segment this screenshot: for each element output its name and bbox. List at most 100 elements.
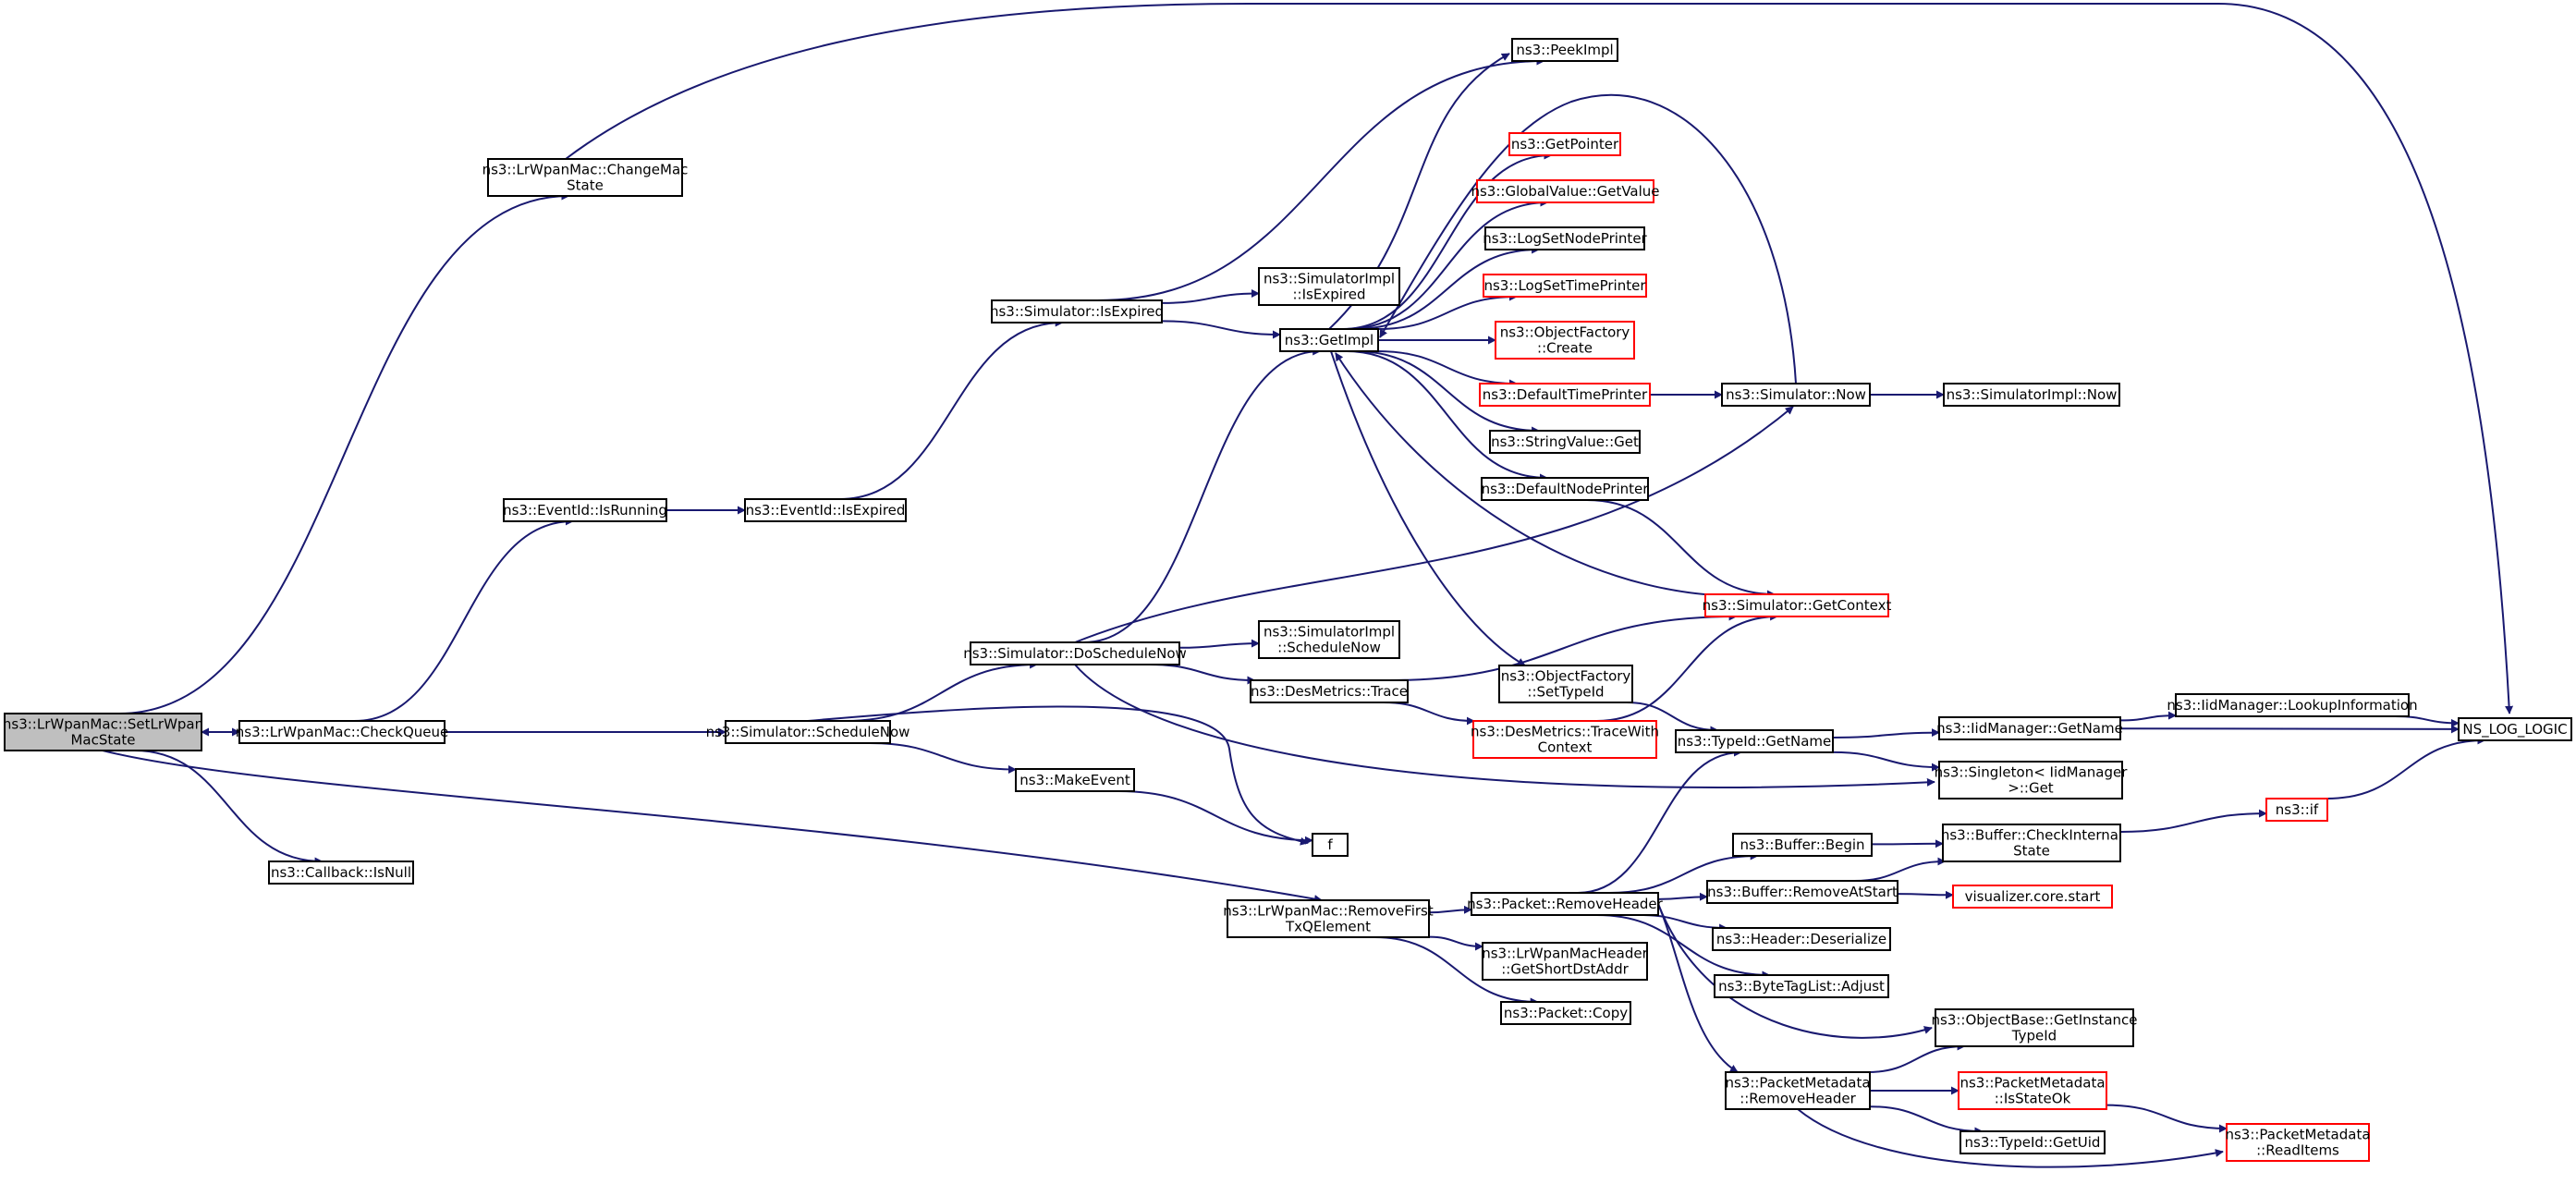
node-typeidgetname[interactable]: ns3::TypeId::GetName	[1675, 729, 1834, 753]
edge-iidgetname-to-nslog	[2119, 725, 2460, 734]
node-implexpired[interactable]: ns3::SimulatorImpl::IsExpired	[1258, 267, 1400, 306]
node-box	[1471, 892, 1659, 916]
node-label: >::Get	[2008, 780, 2054, 797]
node-getpointer[interactable]: ns3::GetPointer	[1508, 132, 1621, 156]
node-makeevent[interactable]: ns3::MakeEvent	[1015, 768, 1135, 792]
node-box	[1258, 267, 1400, 306]
node-label: ns3::EventId::IsExpired	[746, 502, 906, 519]
node-label: ns3::Callback::IsNull	[271, 864, 411, 881]
edge-getimpl-to-defaulttimeprinter	[1376, 350, 1518, 388]
node-eventexpired[interactable]: ns3::EventId::IsExpired	[744, 498, 907, 522]
node-scheduleNow[interactable]: ns3::Simulator::ScheduleNow	[706, 720, 910, 744]
node-stringvalueget[interactable]: ns3::StringValue::Get	[1489, 430, 1641, 454]
node-pmreaditems[interactable]: ns3::PacketMetadata::ReadItems	[2225, 1123, 2371, 1162]
node-typeidgetuid[interactable]: ns3::TypeId::GetUid	[1959, 1130, 2106, 1154]
node-objfactorycreate[interactable]: ns3::ObjectFactory::Create	[1495, 321, 1635, 360]
node-globalvalue[interactable]: ns3::GlobalValue::GetValue	[1471, 179, 1660, 203]
edge-tracewithcontext-to-simgetcontext	[1596, 612, 1779, 722]
node-label: ns3::Packet::RemoveHeader	[1467, 896, 1663, 912]
node-peekimpl[interactable]: ns3::PeekImpl	[1511, 38, 1618, 62]
edge-setstate-to-removefirst	[102, 750, 1323, 904]
node-label: ns3::PacketMetadata	[1725, 1075, 1870, 1092]
node-box	[1483, 274, 1647, 298]
node-iidgetname[interactable]: ns3::IidManager::GetName	[1936, 716, 2123, 740]
node-box	[1479, 383, 1651, 407]
node-label: ns3::DesMetrics::Trace	[1251, 683, 1408, 700]
node-label: ns3::Simulator::IsExpired	[990, 303, 1164, 320]
node-lognodeprinter[interactable]: ns3::LogSetNodePrinter	[1483, 226, 1648, 250]
node-isnull[interactable]: ns3::Callback::IsNull	[268, 861, 414, 885]
node-box	[1250, 679, 1409, 703]
edge-removefirst-to-packetremoveheader	[1428, 905, 1472, 914]
node-label: ns3::SimulatorImpl	[1264, 624, 1395, 641]
node-label: ::RemoveHeader	[1740, 1091, 1856, 1107]
edge-simnow-to-getimpl	[1379, 93, 1797, 384]
node-checkqueue[interactable]: ns3::LrWpanMac::CheckQueue	[236, 720, 448, 744]
node-singletonget[interactable]: ns3::Singleton< IidManager>::Get	[1935, 761, 2129, 800]
node-box	[1484, 226, 1645, 250]
node-objfactorysettypeid[interactable]: ns3::ObjectFactory::SetTypeId	[1498, 665, 1633, 703]
node-lrwpanheader[interactable]: ns3::LrWpanMacHeader::GetShortDstAddr	[1482, 942, 1649, 981]
edge-iidlookup-to-nslog	[2395, 715, 2460, 727]
node-defaulttimeprinter[interactable]: ns3::DefaultTimePrinter	[1479, 383, 1651, 407]
node-defaultnodeprinter[interactable]: ns3::DefaultNodePrinter	[1481, 477, 1650, 501]
edge-setstate-to-changemac	[118, 191, 570, 714]
edge-simexpired-to-peekimpl	[1097, 56, 1545, 301]
edge-getimpl-to-logtimeprinter	[1376, 292, 1518, 330]
node-box	[1952, 885, 2113, 909]
node-label: NS_LOG_LOGIC	[2462, 721, 2567, 738]
node-label: ::Create	[1537, 340, 1593, 357]
node-bufferremoveatstart[interactable]: ns3::Buffer::RemoveAtStart	[1706, 880, 1898, 904]
edge-typeidgetname-to-iidgetname	[1832, 728, 1940, 738]
node-implschedulenow[interactable]: ns3::SimulatorImpl::ScheduleNow	[1258, 620, 1400, 659]
node-bufferbegin[interactable]: ns3::Buffer::Begin	[1732, 833, 1873, 857]
node-headerdeserialize[interactable]: ns3::Header::Deserialize	[1712, 927, 1891, 951]
node-bytetaglist[interactable]: ns3::ByteTagList::Adjust	[1714, 974, 1889, 998]
node-label: ns3::TypeId::GetUid	[1965, 1134, 2101, 1151]
node-simgetcontext[interactable]: ns3::Simulator::GetContext	[1703, 593, 1892, 617]
node-iidlookup[interactable]: ns3::IidManager::LookupInformation	[2167, 693, 2418, 717]
node-label: ns3::ByteTagList::Adjust	[1718, 978, 1885, 995]
node-simnow[interactable]: ns3::Simulator::Now	[1721, 383, 1871, 407]
node-label: f	[1327, 836, 1333, 853]
edge-scheduleNow-to-makeevent	[869, 742, 1017, 774]
node-box	[1704, 593, 1889, 617]
node-box	[1938, 761, 2123, 800]
edge-changemac-to-nslog	[565, 3, 2514, 714]
node-nsif[interactable]: ns3::if	[2265, 798, 2328, 822]
node-desmetricstrace[interactable]: ns3::DesMetrics::Trace	[1250, 679, 1409, 703]
node-box	[1481, 477, 1649, 501]
node-label: ns3::GetImpl	[1285, 332, 1373, 348]
node-label: State	[2013, 843, 2050, 860]
node-box	[1476, 179, 1654, 203]
node-label: ns3::Packet::Copy	[1504, 1005, 1628, 1021]
node-getimpl[interactable]: ns3::GetImpl	[1279, 328, 1379, 352]
node-label: ns3::Simulator::GetContext	[1703, 597, 1892, 614]
node-logtimeprinter[interactable]: ns3::LogSetTimePrinter	[1483, 274, 1647, 298]
node-nslog[interactable]: NS_LOG_LOGIC	[2458, 717, 2572, 741]
node-box	[503, 498, 667, 522]
node-eventrunning[interactable]: ns3::EventId::IsRunning	[503, 498, 667, 522]
node-label: ns3::Buffer::CheckInternal	[1941, 827, 2122, 844]
node-pmisstateok[interactable]: ns3::PacketMetadata::IsStateOk	[1958, 1071, 2107, 1110]
node-doschedule[interactable]: ns3::Simulator::DoScheduleNow	[963, 641, 1187, 665]
node-packetremoveheader[interactable]: ns3::Packet::RemoveHeader	[1467, 892, 1664, 916]
node-f[interactable]: f	[1312, 833, 1349, 857]
node-implnow[interactable]: ns3::SimulatorImpl::Now	[1943, 383, 2120, 407]
node-simexpired[interactable]: ns3::Simulator::IsExpired	[990, 299, 1164, 323]
node-box	[1942, 824, 2121, 862]
node-box	[268, 861, 414, 885]
node-label: ns3::Simulator::DoScheduleNow	[963, 645, 1187, 662]
node-label: ns3::DesMetrics::TraceWith	[1471, 724, 1659, 740]
node-visualizer[interactable]: visualizer.core.start	[1952, 885, 2113, 909]
node-label: ns3::Singleton< IidManager	[1935, 764, 2129, 781]
node-packetcopy[interactable]: ns3::Packet::Copy	[1500, 1001, 1631, 1025]
node-pmremoveheader[interactable]: ns3::PacketMetadata::RemoveHeader	[1725, 1071, 1871, 1110]
